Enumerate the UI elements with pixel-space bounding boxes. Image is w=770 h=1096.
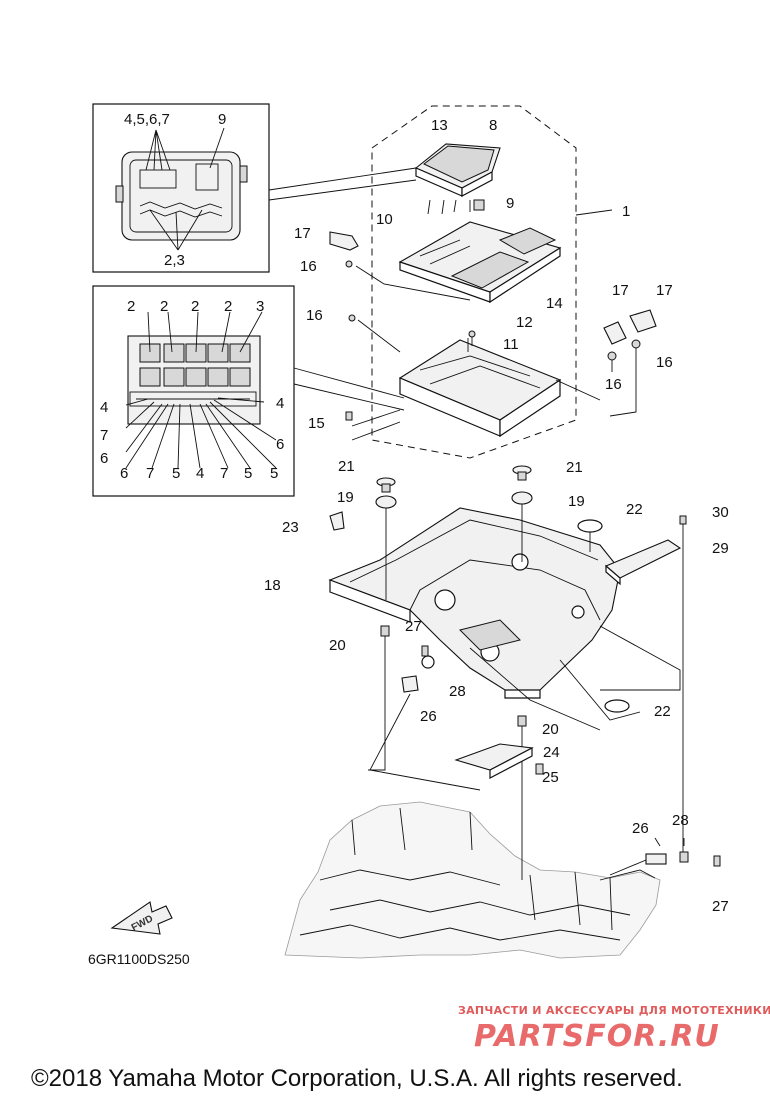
callout-label: 15 (308, 415, 325, 432)
callout-label: 6 (100, 450, 108, 467)
callout-label: 24 (543, 744, 560, 761)
callout-label: 5 (172, 465, 180, 482)
callout-label: 16 (656, 354, 673, 371)
callout-label: 6 (276, 436, 284, 453)
fuse-box-cover-part-8 (414, 143, 501, 197)
callout-label: 2 (191, 298, 199, 315)
callout-label: 27 (405, 618, 422, 635)
callout-label: 17 (656, 282, 673, 299)
callout-label: 2 (160, 298, 168, 315)
callout-label: 25 (542, 769, 559, 786)
grommets-part-19-21 (375, 465, 533, 600)
copyright-notice: ©2018 Yamaha Motor Corporation, U.S.A. A… (31, 1065, 683, 1092)
callout-label: 6 (120, 465, 128, 482)
drawing-code: 6GR1100DS250 (88, 951, 190, 967)
callout-label: 16 (300, 258, 317, 275)
callout-label: 19 (337, 489, 354, 506)
callout-label: 20 (329, 637, 346, 654)
callout-label: 4 (100, 399, 108, 416)
callout-label: 1 (622, 203, 630, 220)
callout-label: 7 (220, 465, 228, 482)
callout-label: 11 (503, 336, 519, 353)
callout-label: 10 (376, 211, 393, 228)
connector-parts-26-27-28 (609, 837, 721, 876)
callout-label: 9 (506, 195, 514, 212)
callout-label: 5 (270, 465, 278, 482)
caps-part-17-right (603, 309, 657, 417)
callout-label: 4 (196, 465, 204, 482)
inset-top-labels: 4,5,6,7 9 2,3 (124, 111, 226, 269)
small-fasteners (345, 260, 476, 441)
callout-label: 17 (294, 225, 311, 242)
callout-label: 26 (420, 708, 437, 725)
callout-label: 5 (244, 465, 252, 482)
callout-label: 2 (224, 298, 232, 315)
engine-block-outline (284, 801, 661, 959)
callout-label: 7 (100, 427, 108, 444)
callout-label: 28 (672, 812, 689, 829)
callout-label: 22 (654, 703, 671, 720)
forward-direction-arrow: FWD (110, 901, 173, 935)
callout-label: 13 (431, 117, 448, 134)
callout-label: 7 (146, 465, 154, 482)
callout-label: 28 (449, 683, 466, 700)
callout-label: 4,5,6,7 (124, 111, 170, 128)
callout-label: 21 (338, 458, 355, 475)
callout-numbers: 13 8 9 10 1 17 16 14 12 16 11 17 17 16 16 15 21 21 19 19 23 2… (264, 117, 729, 915)
callout-label: 16 (605, 376, 622, 393)
callout-label: 2 (127, 298, 135, 315)
clip-part-23 (329, 511, 345, 531)
callout-label: 23 (282, 519, 299, 536)
bracket-part-29-30 (604, 515, 687, 860)
inset-box-fuse-detail (92, 285, 405, 497)
cap-part-17-left (329, 231, 359, 251)
watermark-tagline: ЗАПЧАСТИ И АКСЕССУАРЫ ДЛЯ МОТОТЕХНИКИ (458, 1004, 770, 1017)
clamps-part-22 (577, 519, 630, 713)
callout-label: 27 (712, 898, 729, 915)
callout-label: 9 (218, 111, 226, 128)
callout-label: 16 (306, 307, 323, 324)
callout-label: 12 (516, 314, 533, 331)
fuse-holder-part-14 (398, 221, 562, 304)
callout-label: 21 (566, 459, 583, 476)
callout-label: 20 (542, 721, 559, 738)
callout-label: 17 (612, 282, 629, 299)
callout-label: 14 (546, 295, 563, 312)
callout-label: 4 (276, 395, 284, 412)
lower-fasteners (368, 625, 527, 880)
callout-label: 29 (712, 540, 729, 557)
watermark-logo: PARTSFOR.RU (474, 1019, 720, 1054)
main-bracket-part-18 (328, 507, 621, 699)
bracket-part-24-25 (454, 743, 544, 779)
inset-box-top (92, 103, 417, 273)
callout-label: 22 (626, 501, 643, 518)
assembly-boundary-dashed (371, 105, 577, 459)
assembly-leaders (355, 209, 681, 731)
callout-label: 3 (256, 298, 264, 315)
callout-label: 19 (568, 493, 585, 510)
callout-label: 8 (489, 117, 497, 134)
callout-label: 26 (632, 820, 649, 837)
callout-label: 2,3 (164, 252, 185, 269)
bracket-base-part-11 (398, 332, 562, 438)
connector-pins-part-9 (427, 199, 485, 215)
callout-label: 30 (712, 504, 729, 521)
callout-label: 18 (264, 577, 281, 594)
